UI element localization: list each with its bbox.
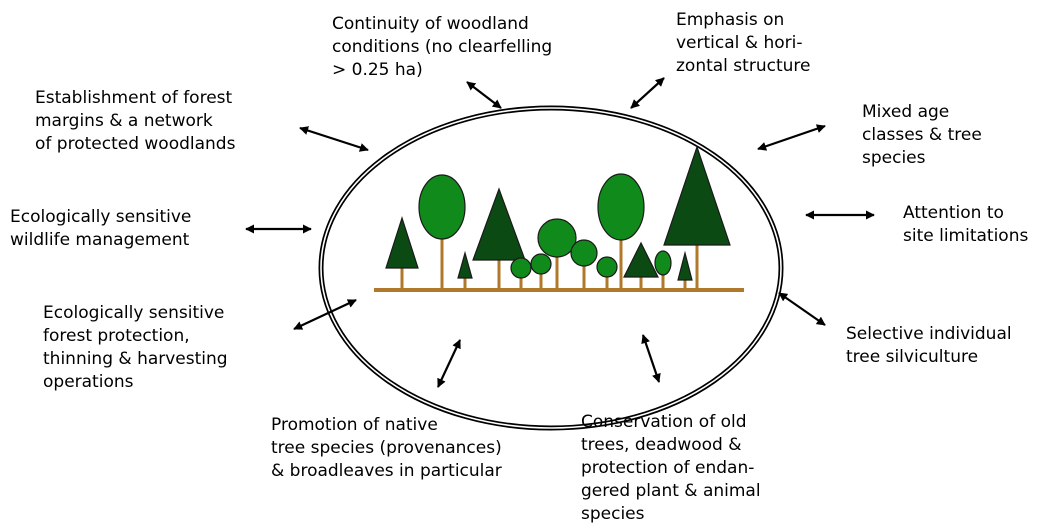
broadleaf-tree [537,218,577,258]
label-mixed-age: Mixed age classes & tree species [862,102,982,168]
arrow-native [437,339,461,388]
conifer-tree [677,250,693,281]
broadleaf-tree [510,257,532,279]
label-wildlife: Ecologically sensitive wildlife manageme… [10,207,192,250]
label-emphasis: Emphasis on vertical & hori- zontal stru… [676,10,811,76]
label-protection: Ecologically sensitive forest protection… [43,303,228,392]
label-margins: Establishment of forest margins & a netw… [35,88,236,154]
conifer-tree [457,250,473,279]
broadleaf-tree [654,250,672,276]
label-native: Promotion of native tree species (proven… [271,415,502,481]
conifer-tree [472,187,526,261]
arrow-mixed-age [757,124,826,151]
label-continuity: Continuity of woodland conditions (no cl… [332,14,553,80]
broadleaf-tree [597,173,645,241]
arrow-conservation [641,334,661,383]
central-ellipse [318,105,784,431]
arrow-margins [299,126,369,152]
arrow-selective [778,292,826,326]
broadleaf-tree [596,256,618,278]
broadleaf-tree [418,174,466,240]
tree-illustration [385,145,731,290]
arrow-emphasis [630,77,665,109]
conifer-tree [663,145,731,246]
arrow-continuity [466,81,502,109]
broadleaf-tree [530,253,552,275]
label-conservation: Conservation of old trees, deadwood & pr… [581,412,761,524]
conifer-tree [385,216,419,269]
label-site: Attention to site limitations [903,203,1029,246]
conifer-tree [623,241,659,278]
arrow-protection [293,299,357,330]
label-selective: Selective individual tree silviculture [846,324,1012,367]
broadleaf-tree [570,239,598,267]
